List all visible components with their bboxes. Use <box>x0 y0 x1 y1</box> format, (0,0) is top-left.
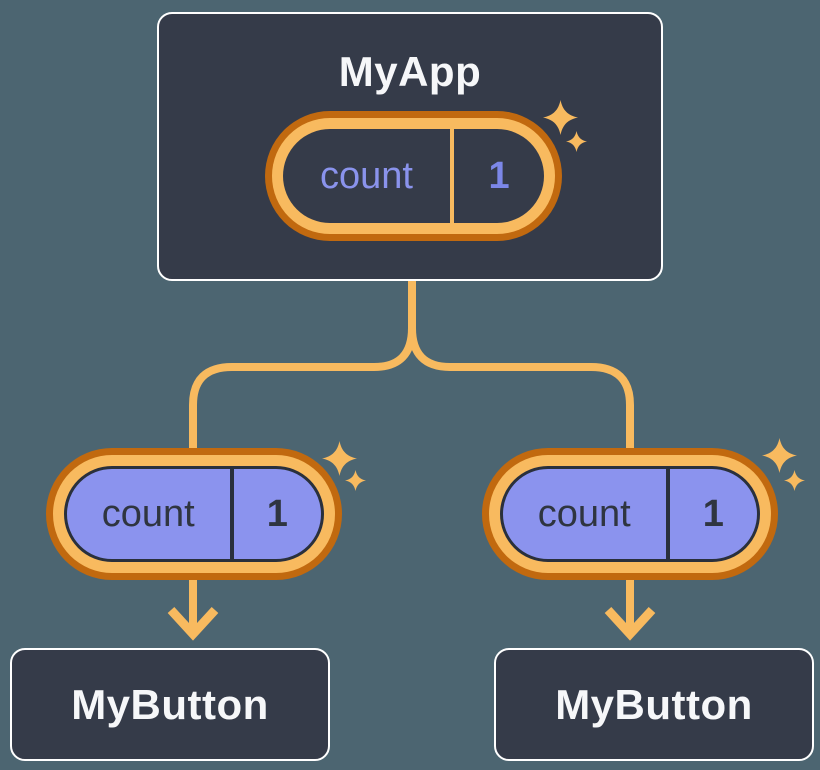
state-pill-ring: count 1 <box>272 118 555 234</box>
state-divider <box>229 469 234 559</box>
state-label: count <box>101 492 195 535</box>
component-card-mybutton-right: MyButton <box>494 648 814 761</box>
state-divider <box>450 129 455 223</box>
state-pill-ring: count 1 <box>489 455 771 573</box>
state-label: count <box>320 154 413 197</box>
state-pill-app: count 1 <box>265 111 562 241</box>
state-value: 1 <box>266 492 288 535</box>
component-title: MyApp <box>338 48 482 95</box>
sparkle-icon <box>345 470 366 491</box>
state-divider <box>665 469 670 559</box>
sparkle-icon <box>543 100 578 135</box>
sparkle-icon <box>322 441 357 476</box>
connector-right-branch <box>408 281 634 452</box>
state-value: 1 <box>702 492 724 535</box>
component-title: MyButton <box>71 680 269 728</box>
state-label: count <box>537 492 631 535</box>
state-pill-ring: count 1 <box>53 455 335 573</box>
sparkle-icon <box>762 438 797 473</box>
sparkle-icon <box>566 131 587 152</box>
connector-left-branch <box>189 281 416 452</box>
state-pill-right: count 1 <box>482 448 778 580</box>
arrow-left-head-icon <box>167 606 219 641</box>
state-pill-left: count 1 <box>46 448 342 580</box>
component-card-mybutton-left: MyButton <box>10 648 330 761</box>
sparkle-icon <box>784 470 805 491</box>
state-value: 1 <box>488 154 510 197</box>
component-title: MyButton <box>555 680 753 728</box>
arrow-right-head-icon <box>604 606 656 641</box>
